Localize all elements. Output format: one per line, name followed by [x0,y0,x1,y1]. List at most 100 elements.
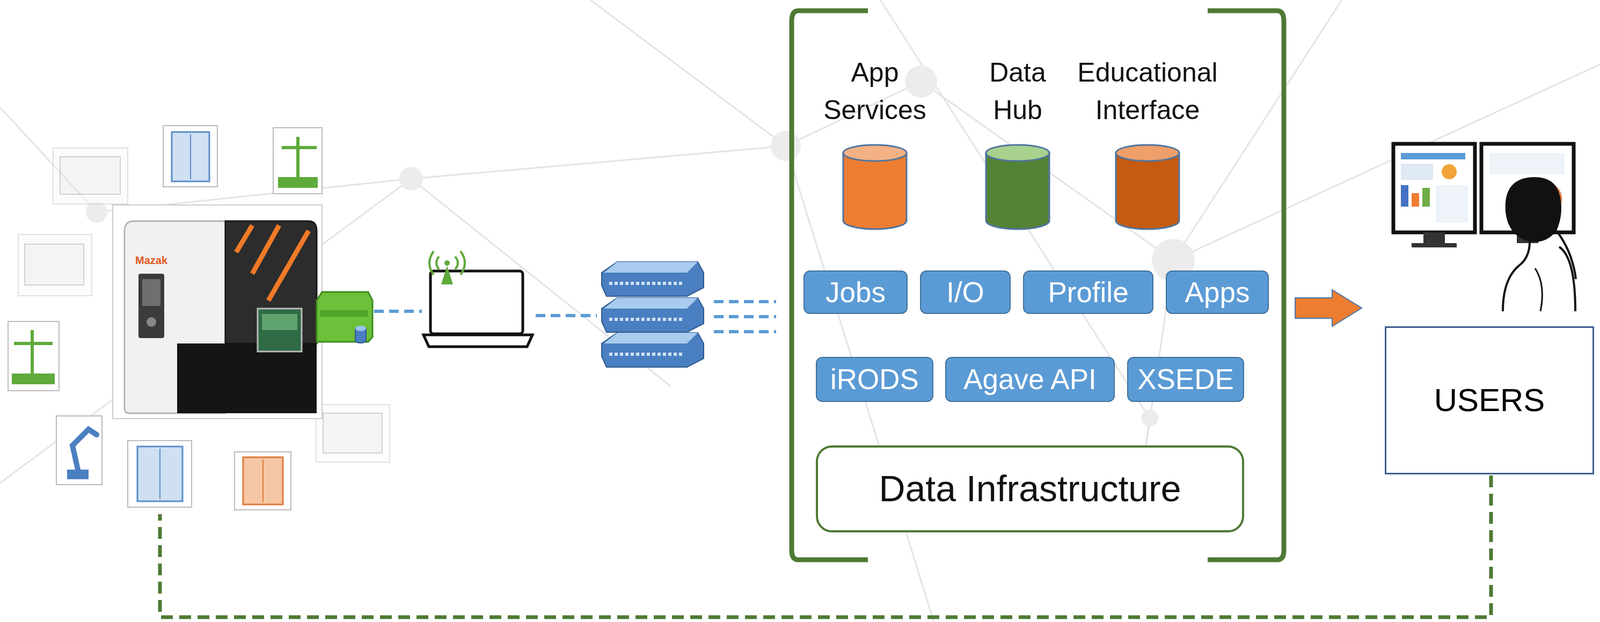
wifi-wave [455,256,458,270]
service-box: I/O [919,270,1011,314]
thumb-door [262,459,264,503]
switch-unit [601,332,704,368]
wifi-wave [429,251,434,275]
device-stripe [319,310,369,317]
box-label: Agave API [963,362,1097,397]
laptop [423,251,533,347]
database-cylinder [1114,143,1181,231]
switch-unit [601,297,704,333]
machine-window [225,221,317,344]
switch-body [601,332,704,368]
monitor [1393,143,1475,233]
service-box: Profile [1023,270,1154,314]
database-label: Data Hub [989,53,1047,129]
machine-display [257,308,302,352]
service-box: Apps [1165,270,1269,314]
laptop-base [423,334,533,347]
infrastructure-box: Data Infrastructure [815,445,1245,533]
wifi-antenna [441,265,454,285]
network-line [785,145,934,622]
user-body [1502,230,1576,312]
control-panel [138,273,165,339]
platform-bracket [791,10,1284,560]
thumb-frame [18,234,92,296]
lathe-thumbnail [316,404,390,463]
output-arrow [1295,289,1362,327]
box-label: I/O [946,275,985,310]
thumb-frame [316,404,390,463]
wifi-waves [429,251,465,275]
service-box: XSEDE [1127,356,1245,403]
network-dot [399,166,423,191]
box-label: Apps [1185,275,1251,310]
box-label: Data Infrastructure [878,466,1181,511]
link-line [713,330,777,334]
users-box: USERS [1384,326,1595,475]
service-box: Agave API [945,356,1115,403]
switch-ports [609,352,685,356]
service-box: Jobs [803,270,908,314]
thumb-column [296,136,300,178]
link-line [535,313,597,318]
wifi-dot [444,260,450,266]
control-knob [146,317,157,327]
thumb-machine [323,413,383,454]
switch-ports [609,317,685,321]
robot-arm [72,429,97,470]
dashboard-column [1411,193,1420,207]
network-line [411,145,786,179]
thumb-machine [24,244,84,286]
network-line [1173,64,1600,261]
switch-ports [609,281,685,286]
switch-body [601,261,704,297]
user-workstation [1393,143,1576,312]
cylinder-top [843,144,907,162]
orange-stripes [236,225,309,301]
user-arm [1535,268,1543,312]
link-line [713,315,777,319]
box-label: iRODS [830,362,919,397]
cylinder-body [985,152,1050,230]
gantry-thumbnail [8,321,60,391]
lathe-thumbnail [18,234,92,296]
switch-unit [601,261,704,297]
monitor-stand [1411,243,1457,248]
thumb-frame [163,125,218,187]
thumb-frame [8,321,60,391]
dashboard-column [1422,187,1430,207]
switch-top [603,261,698,273]
box-label: Profile [1047,275,1129,310]
machine-tool [112,205,323,419]
thumb-bed [11,373,55,385]
cabinet-thumbnail [127,440,192,508]
thumb-cabinet [137,446,183,502]
cabinet-thumbnail [234,451,291,510]
service-box: iRODS [815,356,934,403]
dashboard-pie [1441,164,1457,180]
wifi-wave [460,251,465,275]
dashboard-bar [1400,152,1466,160]
thumb-beam [281,145,317,150]
cylinder-body [843,152,907,230]
logo-label: Mazak [135,254,168,267]
thumb-frame [53,148,128,204]
thumb-column [30,330,34,374]
switch-top [603,332,698,344]
thumb-beam [13,341,53,346]
thumb-frame [273,127,323,194]
database-node: App Services [820,53,930,234]
machine-frame [112,205,323,419]
dashboard-table [1435,185,1468,223]
box-label: XSEDE [1137,362,1234,397]
cylinder-top [1115,144,1180,162]
dashboard-chart [1400,163,1434,180]
machine-base [177,343,317,414]
wifi-wave [436,256,440,270]
cylinder-body [1115,152,1180,230]
device-disk-top [355,325,367,332]
box-label: USERS [1434,381,1546,420]
user-head [1505,177,1562,243]
network-line [590,0,786,146]
